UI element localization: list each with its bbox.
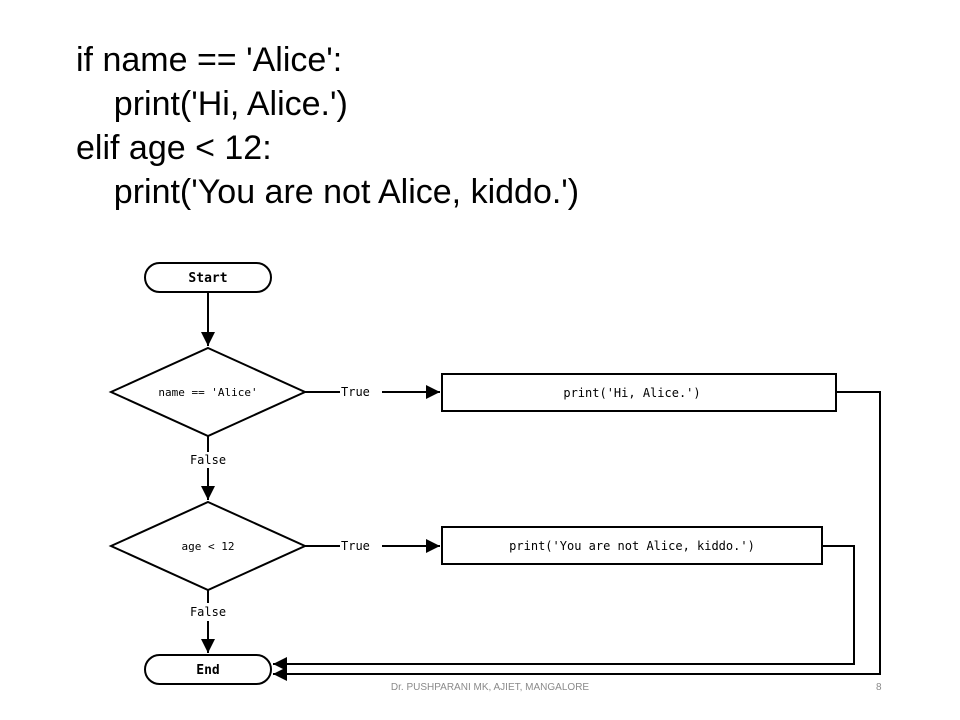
return-path [273,391,881,681]
action-print-hi-alice [441,373,837,412]
decision1-label: name == 'Alice' [158,386,257,399]
page-number: 8 [876,682,882,693]
end-label: End [196,663,219,678]
code-line: elif age < 12: [76,129,272,167]
action1-label: print('Hi, Alice.') [563,386,700,400]
end-terminal [144,654,272,685]
decision2-label: age < 12 [182,540,235,553]
false-label: False [190,453,226,467]
code-line: print('You are not Alice, kiddo.') [76,173,580,211]
footer-author: Dr. PUSHPARANI MK, AJIET, MANGALORE [390,682,590,693]
true-label: True [341,539,370,553]
true-label: True [341,385,370,399]
code-line: print('Hi, Alice.') [76,85,348,123]
action-print-not-alice [441,526,823,565]
false-label: False [190,605,226,619]
action2-label: print('You are not Alice, kiddo.') [509,539,755,553]
return-path [273,545,855,671]
start-label: Start [188,271,227,286]
code-line: if name == 'Alice': [76,41,343,79]
